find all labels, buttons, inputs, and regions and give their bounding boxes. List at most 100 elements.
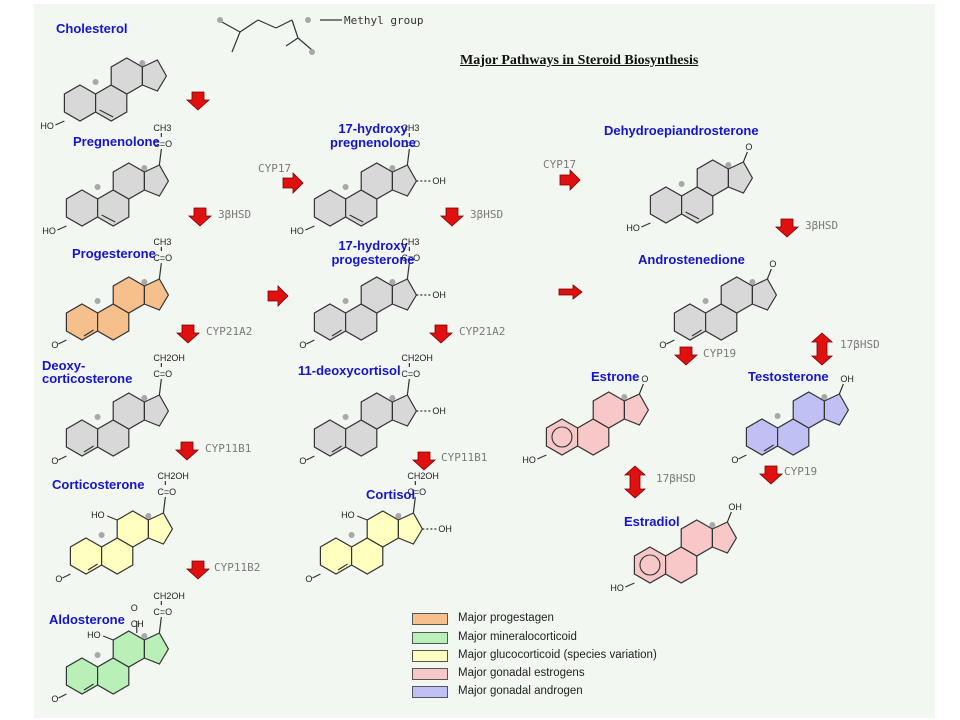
methyl-dot [92, 79, 99, 85]
steroid-ring-d [727, 161, 754, 194]
methyl-dot [821, 394, 828, 400]
legend-label: Major glucocorticoid (species variation) [458, 649, 657, 661]
label-o-group: O [51, 340, 58, 350]
ketone-bond [62, 573, 71, 579]
label-17-hydroxypregnenolone-line2: pregnenolone [330, 135, 416, 150]
steroid-ring-a [649, 186, 683, 224]
arrow-17bhsd-androstenedione-testosterone [810, 332, 834, 366]
methyl-dot [774, 413, 781, 419]
label-cholesterol: Cholesterol [56, 21, 128, 36]
diagram-panel [34, 4, 935, 718]
hydroxyl-bond [537, 454, 547, 460]
methyl-dot [342, 414, 349, 420]
label-c-o-group: C=O [153, 253, 172, 263]
arrow-cholesterol-to-pregnenolone [185, 91, 211, 111]
side-chain-bond [257, 19, 277, 29]
label-c-o-group: C=O [153, 139, 172, 149]
steroid-ring-d [141, 59, 168, 92]
label-ho-group: HO [40, 121, 54, 131]
double-bond [691, 329, 702, 337]
steroid-ring-a [633, 546, 667, 584]
methyl-dot [139, 60, 146, 66]
methyl-dot [94, 298, 101, 304]
enzyme-3bhsd-b: 3βHSD [470, 208, 504, 221]
methyl-dot [141, 165, 148, 171]
ketone-bond [742, 151, 748, 163]
label-o-group: O [305, 574, 312, 584]
double-bond [99, 109, 114, 118]
label-c-o-group: C=O [401, 253, 420, 263]
ketone-bond [58, 455, 67, 461]
hydroxyl-bond [106, 515, 118, 521]
label-estrone: Estrone [591, 369, 640, 384]
label-o-group: O [731, 455, 738, 465]
ketone-bond [58, 693, 67, 699]
legend-item: Major gonadal androgen [412, 685, 772, 699]
enzyme-cyp11b1-a: CYP11B1 [205, 442, 252, 455]
steroid-ring-d [751, 278, 778, 311]
ketone-bond [306, 455, 315, 461]
steroid-ring-a [65, 657, 99, 695]
label-o-group: O [55, 574, 62, 584]
side-chain-bond [291, 19, 299, 39]
side-chain-bond [158, 378, 162, 396]
aromatic-ring-circle [551, 426, 573, 448]
label-ho-group: HO [42, 226, 56, 236]
ketone-bond [58, 339, 67, 345]
legend-item: Major glucocorticoid (species variation) [412, 649, 772, 663]
label-side-chain-group: CH2OH [407, 471, 439, 481]
steroid-ring-a [673, 303, 707, 341]
label-ho-group: HO [290, 226, 304, 236]
methyl-dot [749, 279, 756, 285]
label-11-deoxycortisol: 11-deoxycortisol [298, 363, 401, 378]
enzyme-cyp21a2-b: CYP21A2 [459, 325, 506, 338]
methyl-dot [389, 395, 396, 401]
methyl-dot [621, 394, 628, 400]
label-c-o-group: C=O [407, 487, 426, 497]
side-chain-bond [285, 37, 299, 47]
label-17-hydroxyprogesterone-line1: 17-hydroxy [338, 238, 408, 253]
aromatic-ring-circle [639, 554, 661, 576]
double-bond [87, 563, 98, 571]
steroid-ring-d [143, 632, 170, 665]
label-side-chain-group: CH3 [153, 123, 171, 133]
label-o-group: O [745, 142, 752, 152]
label-o-group: O [51, 456, 58, 466]
enzyme-cyp11b2: CYP11B2 [214, 561, 261, 574]
label-deoxycorticosterone-line2: corticosterone [42, 371, 133, 386]
label-progesterone: Progesterone [72, 246, 156, 261]
arrow-cyp17-dhea [559, 169, 581, 191]
label-oh-group: OH [728, 502, 742, 512]
legend-swatch [412, 668, 448, 680]
arrow-hydroxyprogesterone-to-androstenedione [558, 284, 583, 300]
label-androstenedione: Androstenedione [638, 252, 745, 267]
steroid-ring-a [319, 537, 353, 575]
side-chain-bond [162, 496, 166, 514]
methyl-dot [678, 181, 685, 187]
ketone-bond [306, 339, 315, 345]
arrow-cyp21a2-progesterone [175, 324, 201, 344]
methyl-dot [389, 165, 396, 171]
methyl-dot [725, 162, 732, 168]
side-chain-bond [406, 378, 410, 396]
methyl-dot [389, 279, 396, 285]
double-bond [337, 563, 348, 571]
enzyme-cyp17-a: CYP17 [258, 162, 292, 175]
steroid-ring-d [143, 164, 170, 197]
hydroxyl-bond [641, 222, 651, 228]
legend-label: Major gonadal androgen [458, 685, 583, 697]
steroid-ring-d [623, 393, 650, 426]
enzyme-17bhsd-b: 17βHSD [656, 472, 696, 485]
enzyme-cyp17-b: CYP17 [543, 158, 577, 171]
steroid-ring-d [391, 164, 418, 197]
label-c-o-group: C=O [401, 139, 420, 149]
side-chain-bond [158, 262, 162, 280]
label-pregnenolone: Pregnenolone [73, 134, 160, 149]
label-o-group: O [51, 694, 58, 704]
arrow-3bhsd-hydroxypregnenolone [439, 207, 465, 227]
hydroxyl-bond [102, 635, 114, 641]
double-bond [763, 444, 774, 452]
steroid-ring-d [391, 394, 418, 427]
double-bond [685, 211, 700, 220]
steroid-ring-d [823, 393, 850, 426]
